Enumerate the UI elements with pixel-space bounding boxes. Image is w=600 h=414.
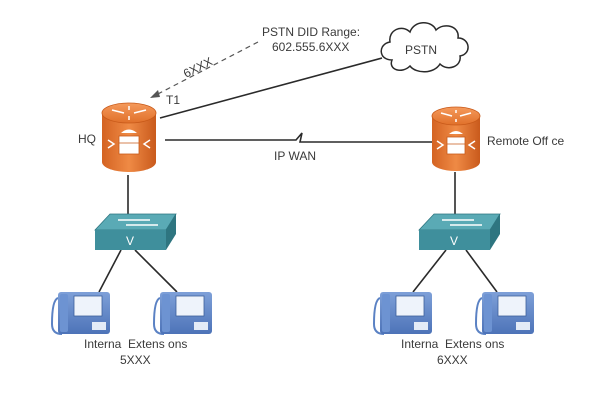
- did-range-line1: PSTN DID Range:: [262, 25, 360, 39]
- did-dashed-arrow: [153, 41, 259, 97]
- pstn-cloud-icon: [380, 22, 469, 73]
- hq-phone-1-icon: [50, 292, 110, 335]
- hq-switch-icon: [94, 213, 177, 250]
- remote-switch-icon: [418, 213, 501, 250]
- ip-wan-link: [165, 132, 432, 143]
- remote-extensions-label: Interna Extens ons: [401, 337, 504, 351]
- remote-phone-2-icon: [474, 292, 534, 335]
- t1-link: [159, 57, 383, 119]
- hq-switch-phone1-link: [98, 249, 122, 293]
- remote-switch-phone2-link: [465, 249, 498, 293]
- t1-label: T1: [166, 93, 180, 107]
- pstn-cloud-label: PSTN: [405, 43, 437, 57]
- hq-switch-phone2-link: [134, 249, 178, 293]
- remote-phone-1-icon: [372, 292, 432, 335]
- hq-label: HQ: [78, 132, 96, 146]
- remote-router-icon: [431, 106, 481, 171]
- remote-switch-phone1-link: [412, 249, 447, 293]
- hq-extensions-range: 5XXX: [120, 353, 151, 367]
- dashed-arrow-label: 6XXX: [181, 54, 215, 80]
- did-range-line2: 602.555.6XXX: [272, 40, 349, 54]
- hq-phone-2-icon: [152, 292, 212, 335]
- dashed-arrow-head: [150, 90, 160, 98]
- hq-extensions-label: Interna Extens ons: [84, 337, 187, 351]
- remote-office-label: Remote Off ce: [487, 134, 564, 148]
- remote-switch-label: V: [450, 234, 458, 248]
- ip-wan-label: IP WAN: [274, 149, 316, 163]
- hq-router-icon: [101, 102, 157, 172]
- remote-extensions-range: 6XXX: [437, 353, 468, 367]
- hq-switch-label: V: [126, 234, 134, 248]
